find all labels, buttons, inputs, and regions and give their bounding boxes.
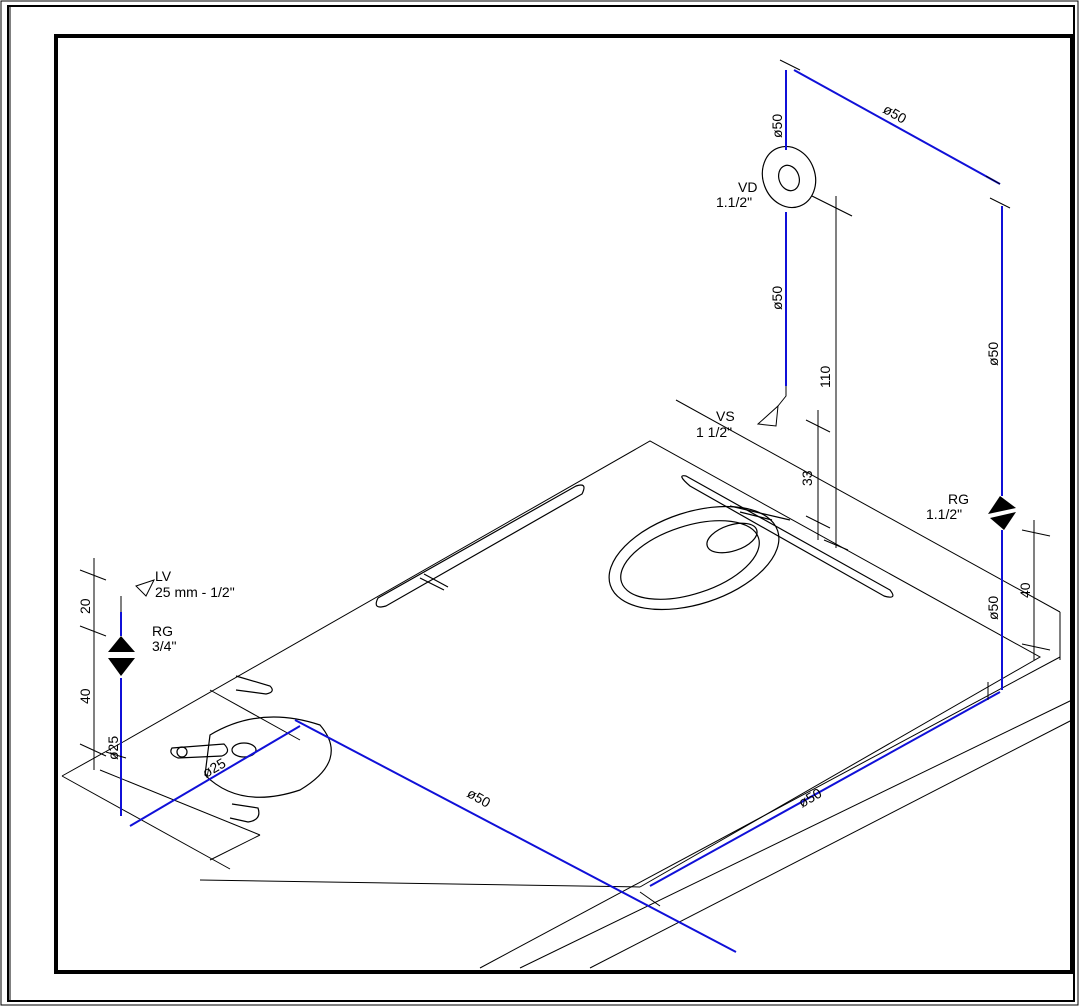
toilet-fixture (608, 505, 791, 611)
label-rg-left-size: 3/4" (152, 638, 176, 654)
floor-outline (61, 399, 1073, 969)
pipe-labels: ø50 ø50 ø50 ø50 ø50 ø50 ø50 ø25 ø25 VD 1… (105, 101, 1001, 811)
grab-bar-left (375, 484, 585, 608)
label-d50-top-vertical: ø50 (769, 114, 785, 138)
label-d25-vertical: ø25 (105, 736, 121, 760)
label-rg-left-code: RG (152, 623, 173, 639)
vent-symbol-lv (120, 579, 155, 612)
label-vs-code: VS (716, 408, 735, 424)
label-d50-top-diagonal: ø50 (881, 101, 910, 127)
label-d50-bottom-diagonal: ø50 (465, 785, 494, 811)
label-d50-bottom-right: ø50 (796, 785, 825, 811)
dim-20: 20 (77, 598, 93, 614)
sink-fixture (170, 675, 332, 823)
label-rg-right-size: 1.1/2" (926, 506, 962, 522)
label-lv-size: 25 mm - 1/2" (155, 584, 235, 600)
pipe-network (120, 69, 1003, 953)
valve-rg-left (108, 636, 135, 676)
vent-symbol-vs (756, 386, 787, 427)
label-d50-mid-vertical: ø50 (769, 286, 785, 310)
label-rg-right-code: RG (948, 491, 969, 507)
label-lv-code: LV (155, 568, 172, 584)
label-vd-code: VD (738, 179, 757, 195)
dim-40-left: 40 (77, 688, 93, 704)
dim-40-right: 40 (1017, 582, 1033, 598)
label-vs-size: 1 1/2" (696, 424, 732, 440)
label-d25-sink: ø25 (200, 755, 229, 781)
dim-33: 33 (799, 470, 815, 486)
floor-drain (761, 145, 853, 217)
label-vd-size: 1.1/2" (716, 194, 752, 210)
label-d50-right-lower: ø50 (985, 596, 1001, 620)
dimension-lines (79, 59, 1051, 907)
dimension-labels: 110 33 40 20 40 (77, 365, 1033, 704)
valve-rg-right (988, 496, 1016, 530)
label-d50-right-vertical: ø50 (985, 342, 1001, 366)
grab-bar-right (681, 475, 894, 598)
dim-110: 110 (817, 365, 833, 388)
